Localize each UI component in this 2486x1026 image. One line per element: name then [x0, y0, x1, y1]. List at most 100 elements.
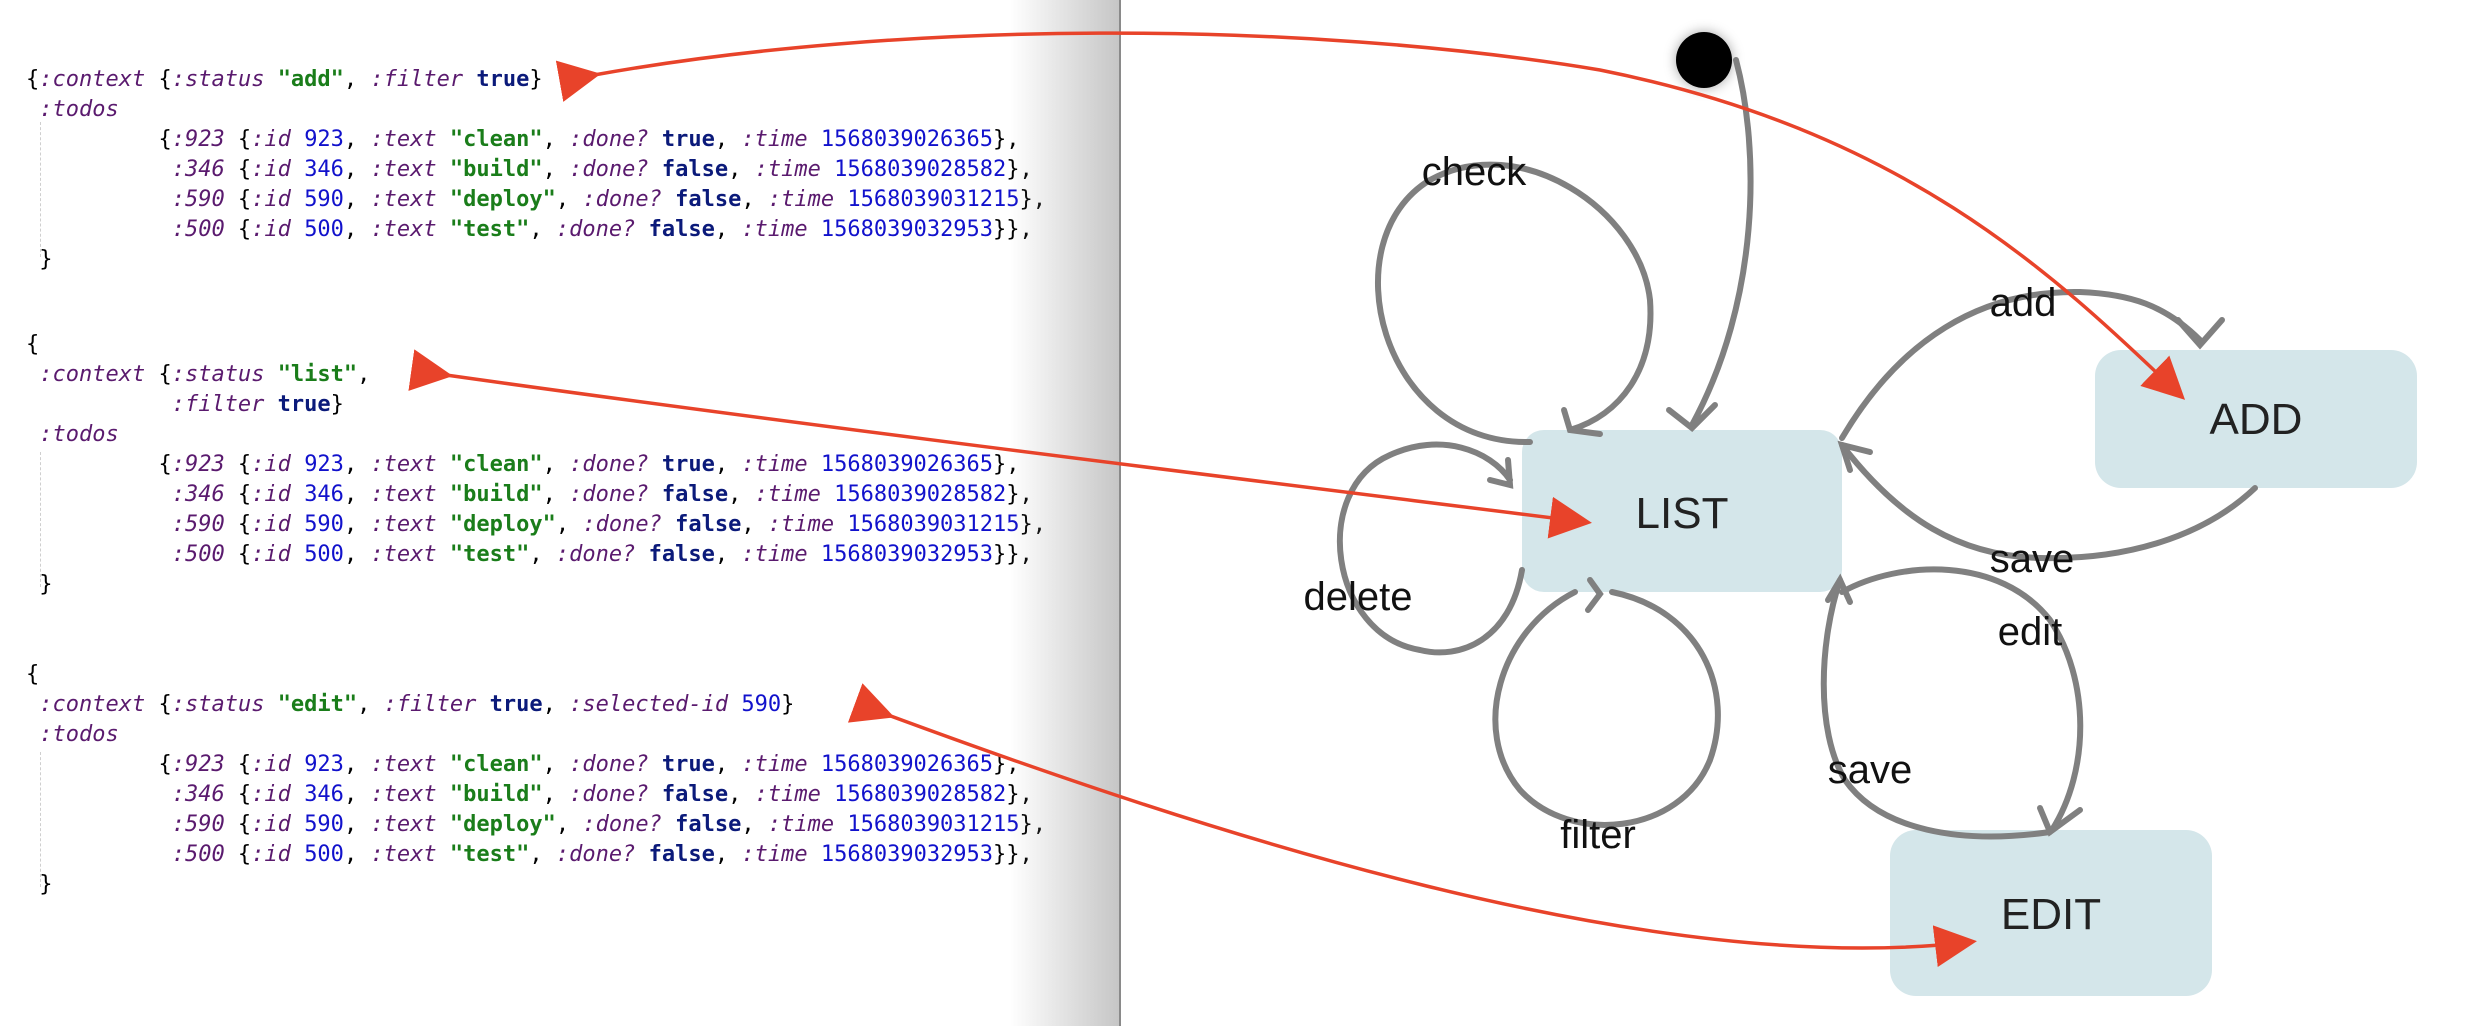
annotation-arrow-list-state	[408, 349, 1592, 539]
code-token: "test"	[449, 217, 530, 242]
code-token: "clean"	[449, 127, 543, 152]
code-token: ,	[343, 187, 371, 212]
code-token: true	[661, 752, 715, 777]
code-token: "test"	[449, 842, 530, 867]
code-token: :500	[171, 217, 225, 242]
code-token: :todos	[39, 422, 119, 447]
code-token: 500	[304, 217, 344, 242]
code-token: :id	[251, 452, 291, 477]
code-token: false	[648, 542, 715, 567]
code-token: :923	[171, 452, 225, 477]
code-token: "list"	[277, 362, 358, 387]
code-line: {	[26, 660, 39, 690]
code-token: {	[224, 217, 252, 242]
state-label-edit: EDIT	[2001, 890, 2101, 939]
code-line: {	[26, 330, 39, 360]
code-line: :todos	[26, 95, 118, 125]
code-token: {	[224, 782, 252, 807]
code-token: :id	[251, 812, 291, 837]
code-token: ,	[343, 482, 371, 507]
code-token: :text	[370, 752, 437, 777]
code-token: {	[224, 752, 252, 777]
code-token: :text	[370, 187, 437, 212]
code-token: {	[26, 752, 172, 777]
code-token: :text	[370, 542, 437, 567]
transition-label-add: add	[1990, 281, 2057, 325]
code-token: :filter	[383, 692, 477, 717]
code-token: :923	[171, 127, 225, 152]
code-token: 923	[304, 127, 344, 152]
code-line: }	[26, 245, 52, 275]
code-token: ,	[529, 542, 556, 567]
code-token: {	[145, 362, 172, 387]
code-token: :done?	[555, 842, 636, 867]
code-token: :time	[767, 812, 835, 837]
code-line: }	[26, 870, 52, 900]
code-token: {	[145, 67, 172, 92]
state-node-list[interactable]: LIST	[1522, 430, 1842, 592]
code-line: :filter true}	[26, 390, 344, 420]
transition-label-save-from-edit: save	[1828, 748, 1913, 792]
code-token: ,	[343, 782, 371, 807]
code-token: ,	[542, 782, 570, 807]
code-token: 923	[304, 752, 344, 777]
transition-label-filter: filter	[1560, 813, 1636, 857]
code-token: ,	[542, 157, 570, 182]
annotation-arrow-add-state	[555, 31, 2186, 400]
edge-initial-to-list	[1666, 57, 1754, 432]
state-node-add[interactable]: ADD	[2095, 350, 2417, 488]
code-token: :id	[251, 512, 291, 537]
code-token: :500	[171, 842, 225, 867]
edge-delete-loop	[1336, 441, 1525, 656]
code-token: :context	[39, 692, 146, 717]
code-token: }	[330, 392, 344, 417]
state-node-edit[interactable]: EDIT	[1890, 830, 2212, 996]
code-token: :text	[370, 127, 437, 152]
code-token: :filter	[370, 67, 464, 92]
code-token: ,	[343, 127, 371, 152]
code-token: :context	[39, 362, 146, 387]
code-token: false	[648, 842, 715, 867]
code-token: 346	[304, 157, 344, 182]
code-token: ,	[343, 67, 371, 92]
code-token: {	[224, 482, 252, 507]
code-line: :context {:status "edit", :filter true, …	[26, 690, 794, 720]
edge-check-loop	[1375, 161, 1654, 446]
code-token: "deploy"	[449, 812, 556, 837]
code-token: {	[224, 187, 252, 212]
code-token: ,	[714, 842, 742, 867]
code-token: 346	[304, 482, 344, 507]
code-token: "build"	[449, 782, 543, 807]
code-token: ,	[343, 217, 371, 242]
code-token: :todos	[39, 722, 119, 747]
code-token: 1568039032953	[820, 542, 994, 567]
code-token: {	[224, 542, 252, 567]
code-token: 590	[304, 512, 344, 537]
code-token: ,	[741, 812, 768, 837]
code-token: :done?	[582, 812, 662, 837]
indent-guide	[40, 122, 41, 257]
code-token: ,	[542, 692, 570, 717]
code-token: :text	[370, 812, 437, 837]
code-token: :text	[370, 782, 437, 807]
code-token: 590	[304, 812, 344, 837]
code-token: :923	[171, 752, 225, 777]
code-token: ,	[555, 812, 583, 837]
code-token: :status	[171, 362, 265, 387]
code-token: }	[781, 692, 795, 717]
code-token: :text	[370, 217, 437, 242]
code-token: ,	[728, 782, 755, 807]
code-token: :context	[39, 67, 146, 92]
code-token: true	[489, 692, 543, 717]
edge-edit-list-to-edit	[1839, 566, 2084, 837]
code-token: ,	[343, 752, 371, 777]
code-token: ,	[343, 452, 371, 477]
code-token: :590	[171, 187, 225, 212]
code-token: :id	[251, 542, 291, 567]
code-token: :done?	[569, 782, 649, 807]
code-token: "add"	[277, 67, 344, 92]
edge-save-add-to-list	[1837, 440, 2258, 562]
code-token: :500	[171, 542, 225, 567]
code-token: 346	[304, 782, 344, 807]
